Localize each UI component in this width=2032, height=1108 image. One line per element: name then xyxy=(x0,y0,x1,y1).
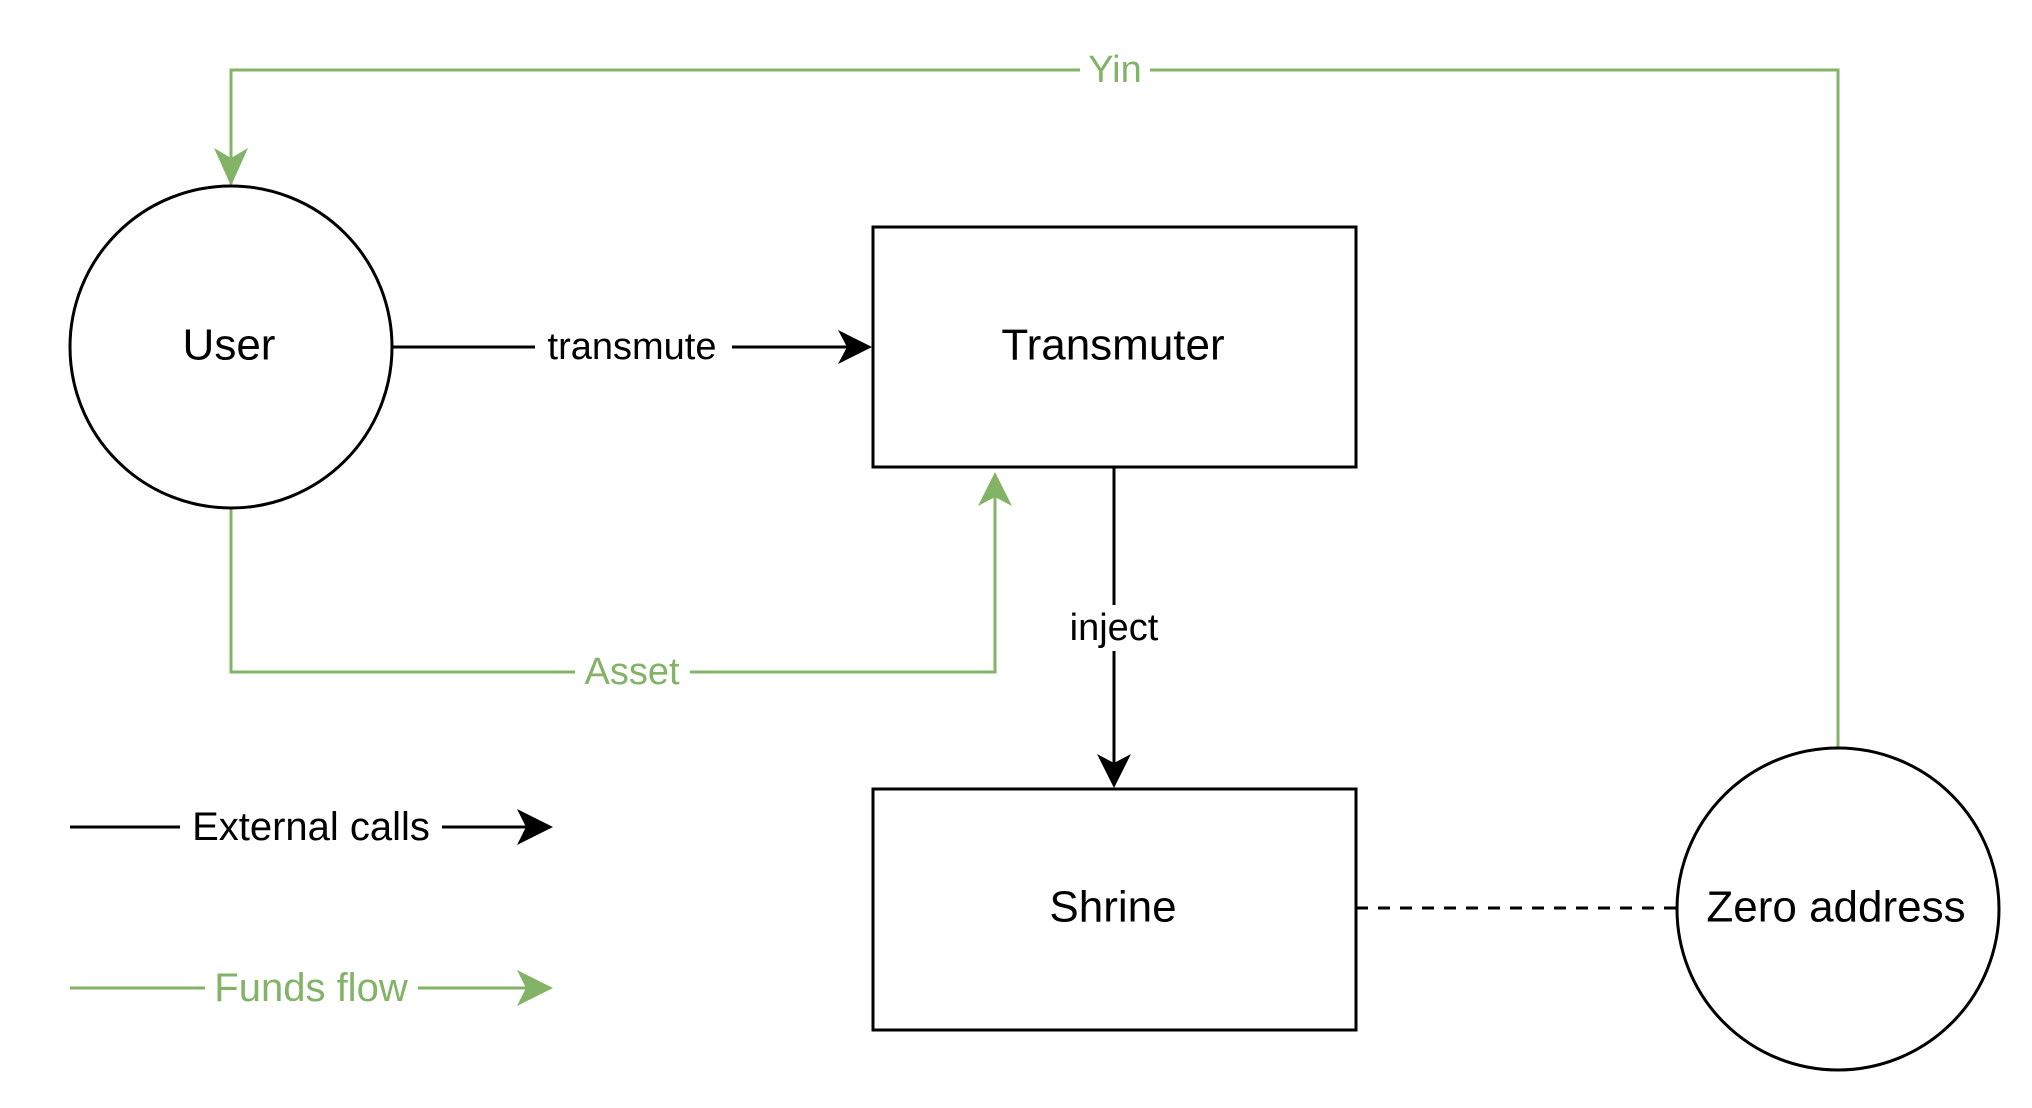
transmute-label: transmute xyxy=(548,326,717,368)
legend-funds-arrowhead xyxy=(517,970,553,1006)
legend-funds-flow-label: Funds flow xyxy=(214,966,408,1010)
asset-label: Asset xyxy=(584,651,679,693)
zero-address-node: Zero address xyxy=(1675,746,2001,1072)
user-node: User xyxy=(68,184,394,510)
transmuter-label: Transmuter xyxy=(1001,321,1224,370)
yin-arrowhead xyxy=(214,148,248,186)
yin-edge: Yin xyxy=(214,49,1840,748)
legend-external-calls: External calls xyxy=(70,805,553,849)
zero-address-label: Zero address xyxy=(1706,883,1965,932)
asset-arrowhead xyxy=(978,472,1012,506)
transmute-edge: transmute xyxy=(392,326,872,368)
transmuter-node: Transmuter xyxy=(871,225,1358,469)
inject-edge: inject xyxy=(1060,467,1168,788)
transmute-arrowhead xyxy=(838,330,872,364)
shrine-node: Shrine xyxy=(871,787,1358,1032)
legend-external-calls-label: External calls xyxy=(192,805,430,849)
inject-label: inject xyxy=(1070,607,1159,649)
shrine-label: Shrine xyxy=(1049,883,1176,932)
asset-edge: Asset xyxy=(229,472,1012,693)
yin-label: Yin xyxy=(1088,49,1142,91)
inject-arrowhead xyxy=(1097,754,1131,788)
legend-funds-flow: Funds flow xyxy=(70,966,553,1010)
user-label: User xyxy=(183,321,276,370)
legend-call-arrowhead xyxy=(517,809,553,845)
